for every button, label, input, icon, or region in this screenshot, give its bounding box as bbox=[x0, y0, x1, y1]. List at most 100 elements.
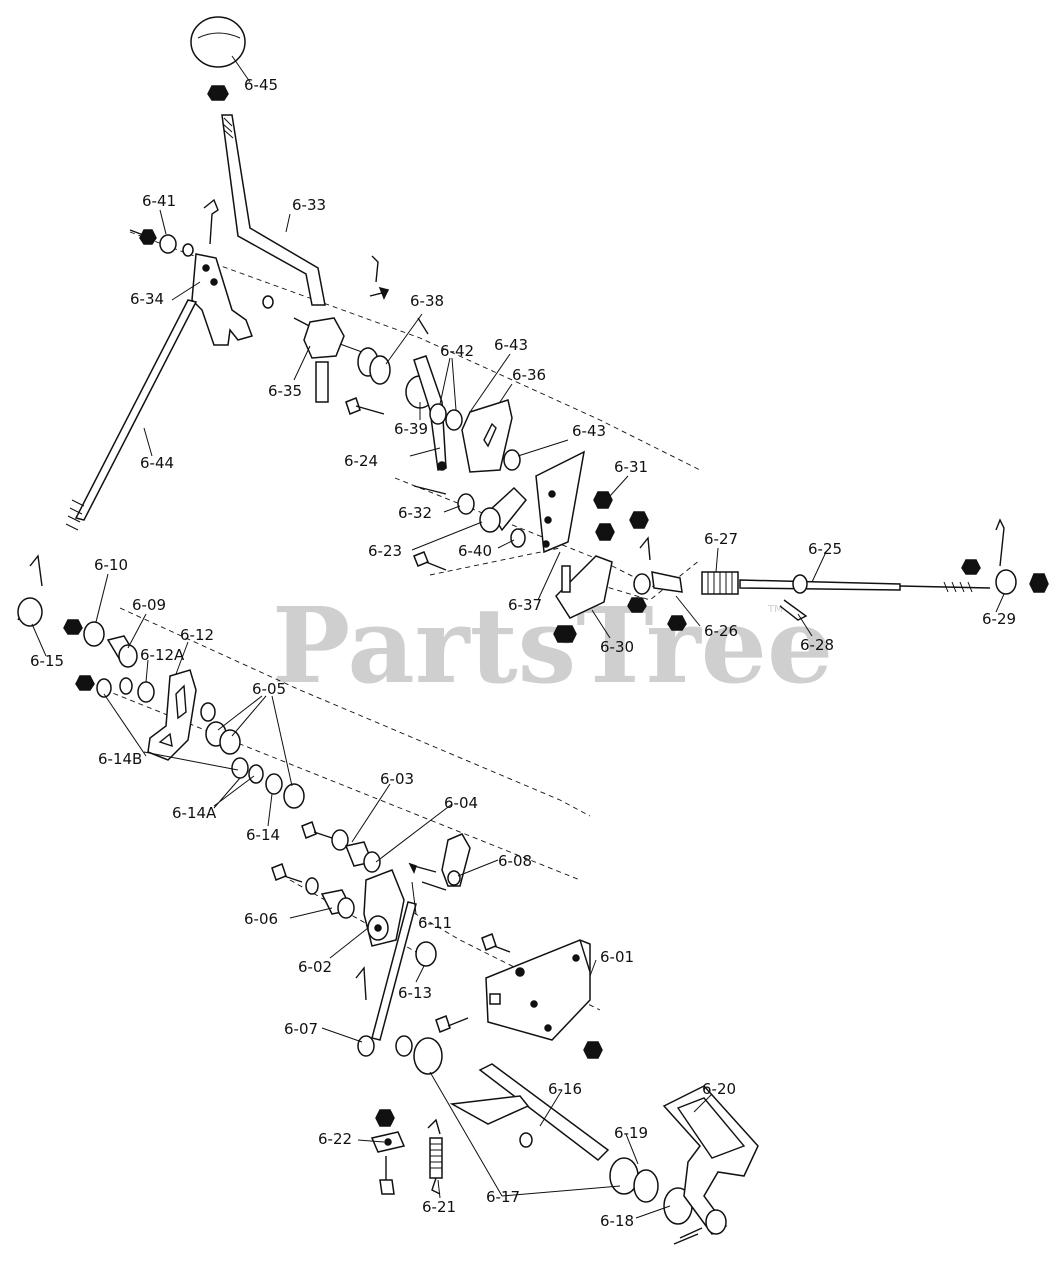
washer-6-17a[interactable] bbox=[395, 1035, 413, 1057]
cotter-pin-6-15[interactable] bbox=[29, 554, 43, 587]
label-6-18[interactable]: 6-18 bbox=[600, 1212, 634, 1230]
label-6-44[interactable]: 6-44 bbox=[140, 454, 174, 472]
label-6-14[interactable]: 6-14 bbox=[246, 826, 280, 844]
label-6-32[interactable]: 6-32 bbox=[398, 504, 432, 522]
label-6-05[interactable]: 6-05 bbox=[252, 680, 286, 698]
cable-end-6-26[interactable] bbox=[633, 571, 687, 631]
label-6-23[interactable]: 6-23 bbox=[368, 542, 402, 560]
bushing-6-19[interactable] bbox=[609, 1157, 659, 1203]
label-6-01[interactable]: 6-01 bbox=[600, 948, 634, 966]
spacer-6-05b[interactable] bbox=[205, 721, 241, 755]
cable-6-25[interactable] bbox=[739, 574, 991, 594]
shift-lever[interactable] bbox=[221, 114, 326, 306]
springs-6-38[interactable] bbox=[357, 317, 429, 385]
bushing-6-06[interactable] bbox=[320, 889, 355, 919]
label-6-33[interactable]: 6-33 bbox=[292, 196, 326, 214]
label-6-24[interactable]: 6-24 bbox=[344, 452, 378, 470]
cam-plate-6-12[interactable] bbox=[147, 669, 197, 761]
label-6-20[interactable]: 6-20 bbox=[702, 1080, 736, 1098]
label-6-08[interactable]: 6-08 bbox=[498, 852, 532, 870]
label-6-02[interactable]: 6-02 bbox=[298, 958, 332, 976]
trunnion-6-15[interactable] bbox=[17, 597, 43, 627]
bolt-6-22[interactable] bbox=[379, 1156, 395, 1195]
spacers-6-42[interactable] bbox=[429, 403, 463, 431]
label-6-38[interactable]: 6-38 bbox=[410, 292, 444, 310]
label-6-07[interactable]: 6-07 bbox=[284, 1020, 318, 1038]
label-6-12[interactable]: 6-12 bbox=[180, 626, 214, 644]
shift-knob[interactable] bbox=[190, 16, 246, 68]
label-6-43-mid[interactable]: 6-43 bbox=[572, 422, 606, 440]
spacer-6-13[interactable] bbox=[415, 941, 437, 967]
bolt-6-01-left[interactable] bbox=[435, 1015, 469, 1033]
label-6-39[interactable]: 6-39 bbox=[394, 420, 428, 438]
spacer-6-05a[interactable] bbox=[200, 702, 216, 722]
cotter-pin-right[interactable] bbox=[639, 536, 651, 561]
spacer-6-14[interactable] bbox=[265, 773, 283, 795]
main-bracket-6-01[interactable] bbox=[485, 939, 591, 1041]
rod-6-44[interactable] bbox=[65, 299, 198, 531]
rod-6-07[interactable] bbox=[371, 901, 417, 1041]
label-6-06[interactable]: 6-06 bbox=[244, 910, 278, 928]
plate-6-22[interactable] bbox=[370, 1131, 406, 1153]
label-6-43-top[interactable]: 6-43 bbox=[494, 336, 528, 354]
nut-6-01[interactable] bbox=[583, 1041, 603, 1059]
bolt-lower-6-23[interactable] bbox=[413, 551, 447, 571]
label-6-13[interactable]: 6-13 bbox=[398, 984, 432, 1002]
label-6-09[interactable]: 6-09 bbox=[132, 596, 166, 614]
spring-6-27[interactable] bbox=[701, 571, 739, 595]
bolt-6-06[interactable] bbox=[271, 863, 319, 895]
clevis-6-29[interactable] bbox=[961, 518, 1049, 595]
nut-left-6-10[interactable] bbox=[63, 619, 83, 635]
spacer-6-32[interactable] bbox=[413, 485, 475, 515]
clip-6-28[interactable] bbox=[779, 599, 808, 621]
bushing-6-03[interactable] bbox=[344, 841, 381, 873]
mount-plate-6-37[interactable] bbox=[535, 450, 585, 554]
spacer-6-10[interactable] bbox=[83, 621, 105, 647]
bushing-6-09[interactable] bbox=[106, 635, 138, 668]
spring-6-21[interactable] bbox=[427, 1118, 443, 1195]
label-6-04[interactable]: 6-04 bbox=[444, 794, 478, 812]
link-6-23[interactable] bbox=[479, 486, 528, 533]
label-6-29[interactable]: 6-29 bbox=[982, 610, 1016, 628]
label-6-14A[interactable]: 6-14A bbox=[172, 804, 217, 822]
label-6-21[interactable]: 6-21 bbox=[422, 1198, 456, 1216]
label-6-25[interactable]: 6-25 bbox=[808, 540, 842, 558]
cotter-pin-6-07[interactable] bbox=[355, 966, 367, 1001]
cotter-pin-6-38[interactable] bbox=[369, 255, 390, 300]
knob-nut[interactable] bbox=[207, 85, 229, 101]
link-6-08[interactable] bbox=[441, 833, 471, 887]
spacer-6-40[interactable] bbox=[510, 528, 526, 548]
spacer-6-05c[interactable] bbox=[283, 783, 305, 809]
label-6-10[interactable]: 6-10 bbox=[94, 556, 128, 574]
label-6-35[interactable]: 6-35 bbox=[268, 382, 302, 400]
label-6-34[interactable]: 6-34 bbox=[130, 290, 164, 308]
label-6-41[interactable]: 6-41 bbox=[142, 192, 176, 210]
pivot-block-6-35[interactable] bbox=[293, 317, 363, 403]
bolt-6-01-top[interactable] bbox=[481, 933, 511, 953]
label-6-30[interactable]: 6-30 bbox=[600, 638, 634, 656]
label-6-27[interactable]: 6-27 bbox=[704, 530, 738, 548]
washers-6-14A[interactable] bbox=[231, 757, 264, 784]
label-6-37[interactable]: 6-37 bbox=[508, 596, 542, 614]
pedal-arm-6-02[interactable] bbox=[363, 869, 405, 947]
pedal-shaft-6-16[interactable] bbox=[449, 1063, 610, 1161]
clevis-6-07[interactable] bbox=[357, 1035, 375, 1057]
label-6-16[interactable]: 6-16 bbox=[548, 1080, 582, 1098]
nuts-6-31[interactable] bbox=[593, 491, 649, 541]
pin-6-11[interactable] bbox=[408, 862, 447, 891]
plate-6-36[interactable] bbox=[461, 399, 513, 473]
washer-6-43[interactable] bbox=[503, 449, 521, 471]
brake-pedal-6-20[interactable] bbox=[662, 1085, 759, 1245]
bolt-6-03[interactable] bbox=[301, 821, 349, 851]
bushing-6-17[interactable] bbox=[413, 1037, 443, 1075]
nut-left-6-14B[interactable] bbox=[75, 675, 112, 698]
bracket-6-30[interactable] bbox=[553, 555, 647, 643]
label-6-36[interactable]: 6-36 bbox=[512, 366, 546, 384]
nut-6-41[interactable] bbox=[129, 229, 194, 257]
label-6-28[interactable]: 6-28 bbox=[800, 636, 834, 654]
label-6-42[interactable]: 6-42 bbox=[440, 342, 474, 360]
label-6-31[interactable]: 6-31 bbox=[614, 458, 648, 476]
label-6-03[interactable]: 6-03 bbox=[380, 770, 414, 788]
label-6-26[interactable]: 6-26 bbox=[704, 622, 738, 640]
label-6-12A[interactable]: 6-12A bbox=[140, 646, 185, 664]
